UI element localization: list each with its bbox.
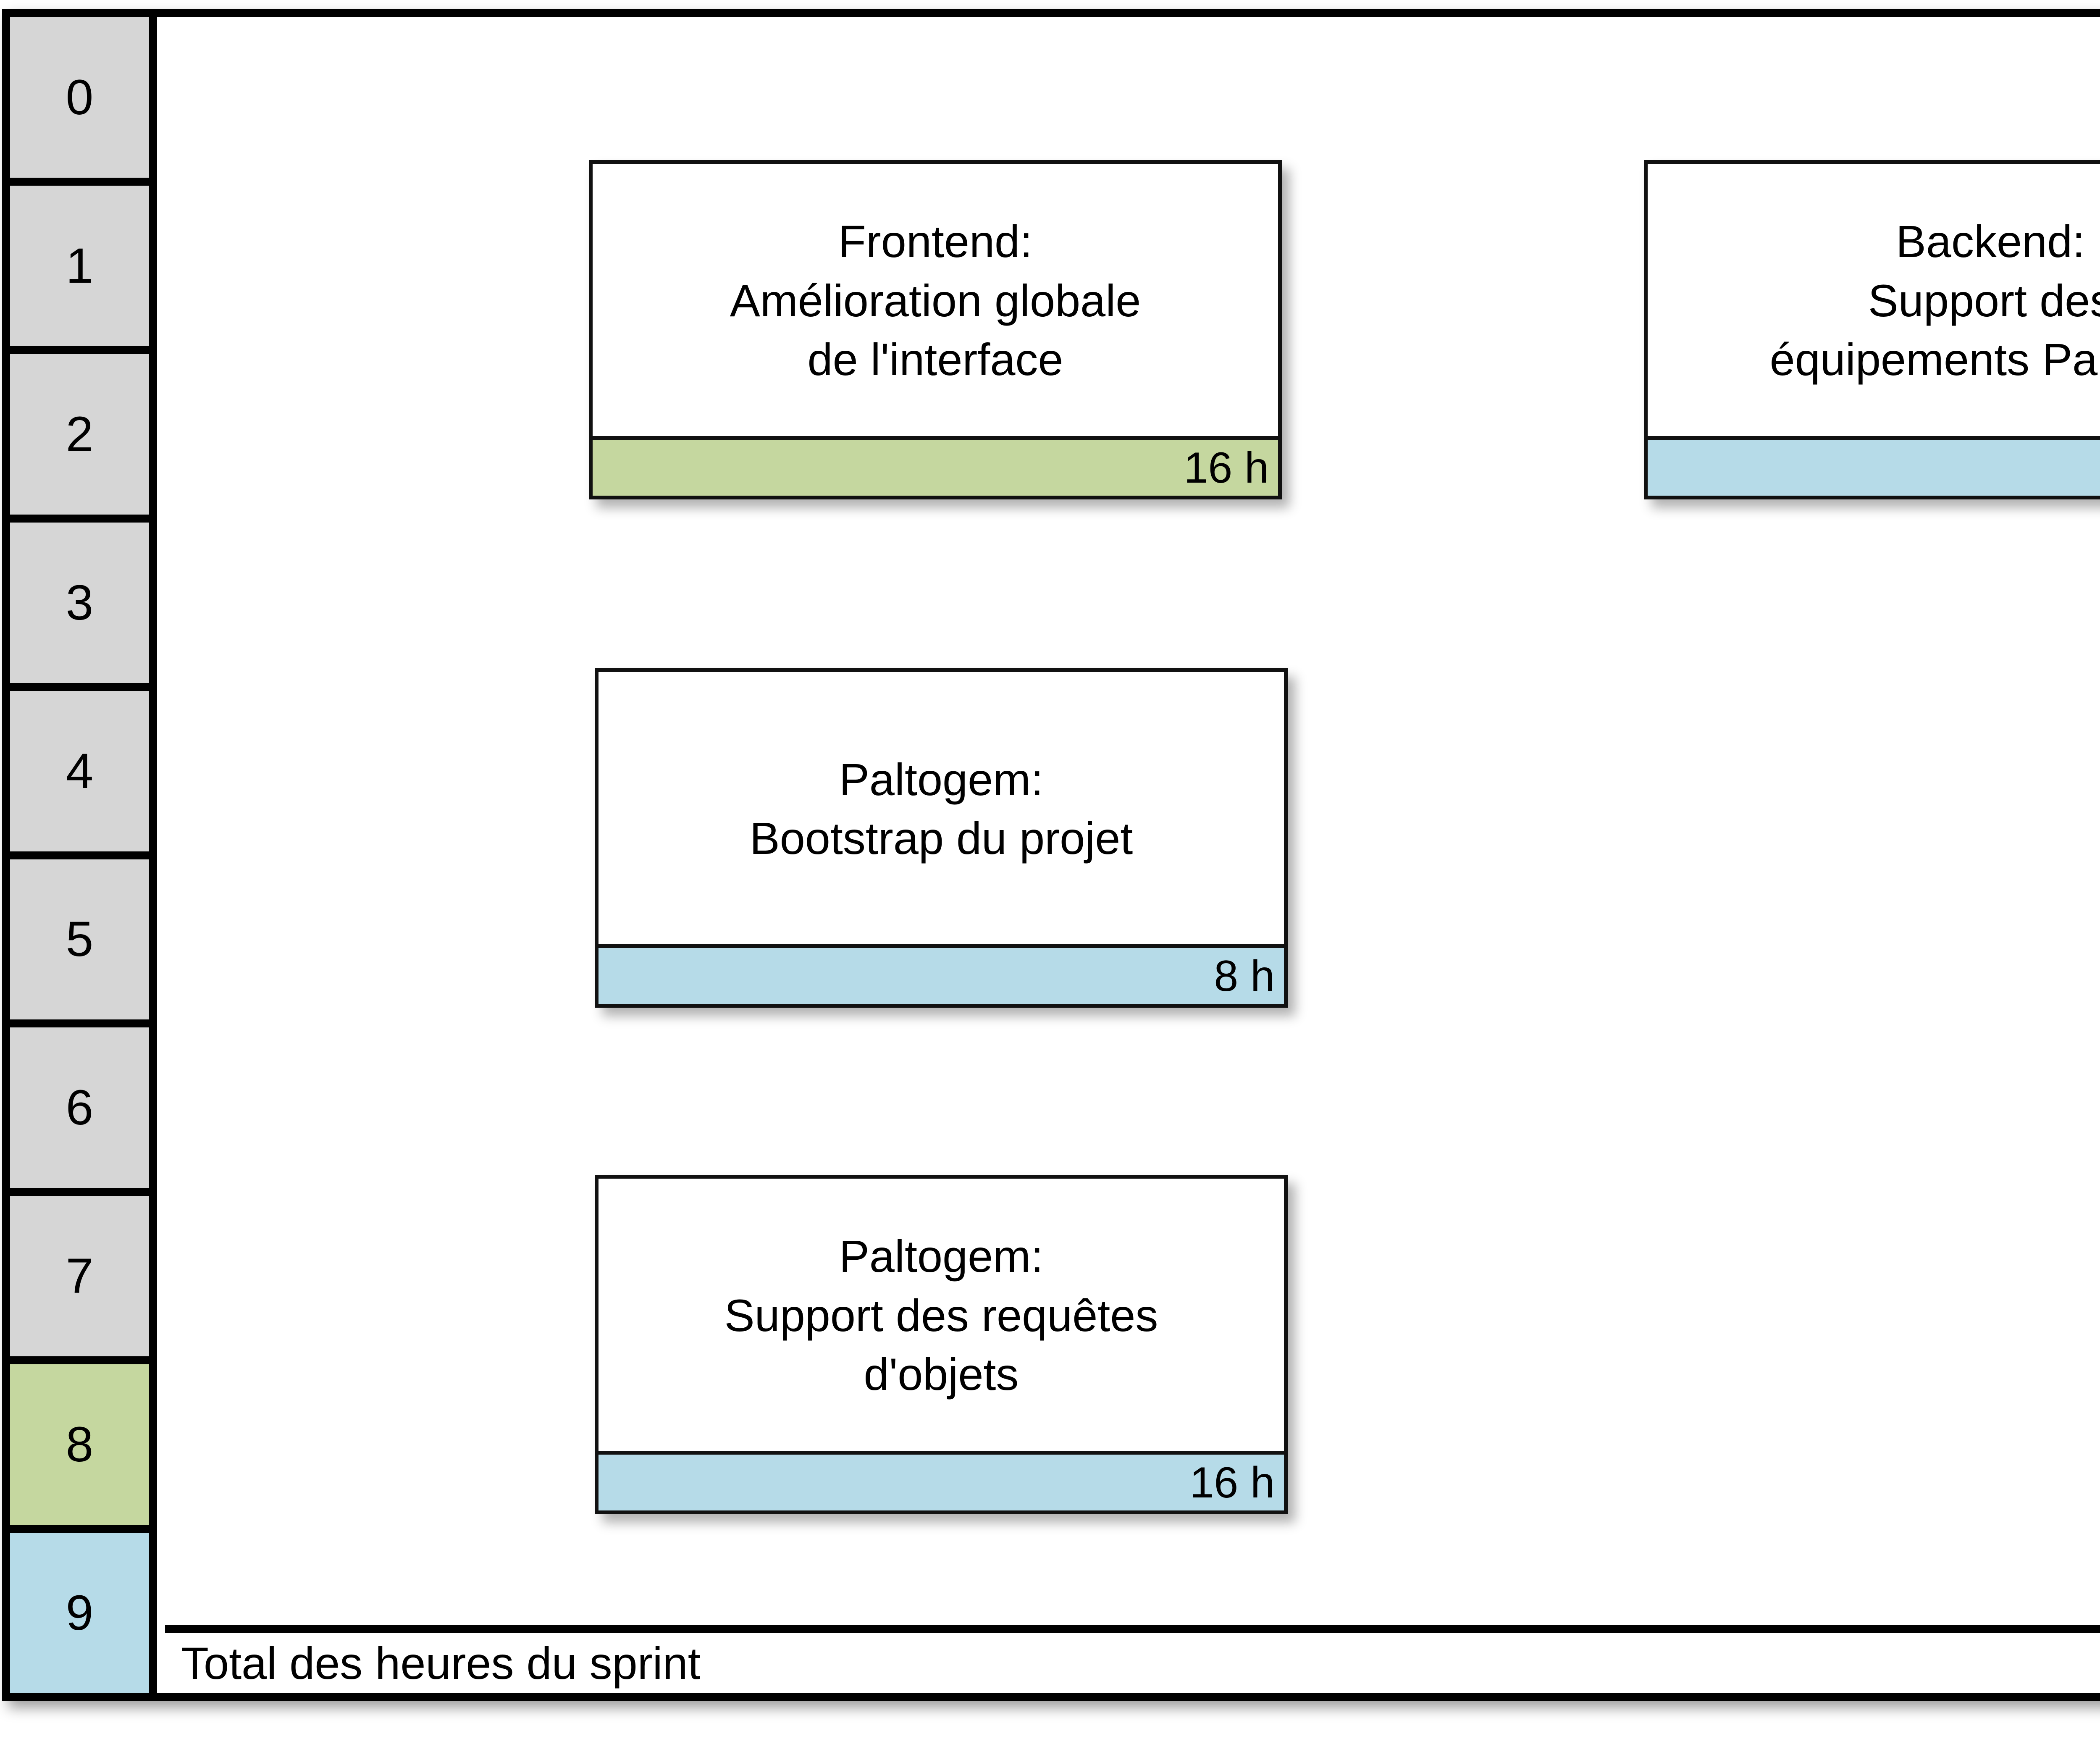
task-card-body: Backend: Support des équipements PaloAlt… [1648,164,2100,436]
task-title-line: d'objets [864,1349,1019,1400]
task-title-line: Support des [1868,275,2100,326]
task-title-line: Paltogem: [839,1231,1044,1282]
task-title-line: Backend: [1895,216,2085,267]
day-label: 6 [66,1080,94,1136]
day-cell-0[interactable]: 0 [10,17,149,178]
task-title-line: Support des requêtes [724,1290,1158,1341]
day-label: 4 [66,743,94,799]
task-hours-strip: 8 h [1648,436,2100,496]
task-canvas: Frontend: Amélioration globale de l'inte… [165,17,2100,1693]
day-label: 8 [66,1417,94,1473]
task-card-frontend[interactable]: Frontend: Amélioration globale de l'inte… [589,160,1282,499]
sprint-board: 0 1 2 3 4 5 6 7 8 9 Frontend: Améliorati… [2,9,2100,1701]
day-cell-1[interactable]: 1 [10,185,149,346]
task-title-line: équipements PaloAlto [1769,334,2100,385]
day-cell-9[interactable]: 9 [10,1533,149,1694]
task-hours-value: 16 h [1184,443,1269,492]
sprint-total-bar: Total des heures du sprint 48 [165,1625,2100,1693]
task-card-body: Frontend: Amélioration globale de l'inte… [593,164,1278,436]
task-hours-strip: 16 h [598,1451,1284,1510]
day-cell-8[interactable]: 8 [10,1364,149,1525]
day-label: 9 [66,1585,94,1641]
day-cell-3[interactable]: 3 [10,522,149,683]
day-cell-4[interactable]: 4 [10,691,149,851]
task-card-backend[interactable]: Backend: Support des équipements PaloAlt… [1644,160,2100,499]
task-card-requetes[interactable]: Paltogem: Support des requêtes d'objets … [595,1175,1288,1514]
task-title-line: de l'interface [807,334,1063,385]
task-card-body: Paltogem: Bootstrap du projet [598,672,1284,944]
day-label: 2 [66,406,94,462]
sprint-total-label: Total des heures du sprint [165,1633,2100,1693]
day-cell-2[interactable]: 2 [10,354,149,515]
task-title-line: Paltogem: [839,754,1044,805]
day-label: 1 [66,238,94,294]
task-title-line: Bootstrap du projet [749,813,1133,864]
task-title-line: Amélioration globale [730,275,1141,326]
task-card-body: Paltogem: Support des requêtes d'objets [598,1179,1284,1451]
task-hours-strip: 16 h [593,436,1278,496]
day-label: 7 [66,1248,94,1304]
task-hours-strip: 8 h [598,944,1284,1004]
day-cell-6[interactable]: 6 [10,1027,149,1188]
task-card-bootstrap[interactable]: Paltogem: Bootstrap du projet 8 h [595,668,1288,1008]
task-hours-value: 8 h [1214,951,1275,1001]
day-cell-7[interactable]: 7 [10,1196,149,1357]
day-label: 3 [66,575,94,630]
day-label: 5 [66,911,94,967]
day-label: 0 [66,69,94,125]
day-cell-5[interactable]: 5 [10,859,149,1020]
task-title-line: Frontend: [838,216,1033,267]
task-hours-value: 16 h [1189,1458,1275,1507]
day-column: 0 1 2 3 4 5 6 7 8 9 [10,17,157,1694]
